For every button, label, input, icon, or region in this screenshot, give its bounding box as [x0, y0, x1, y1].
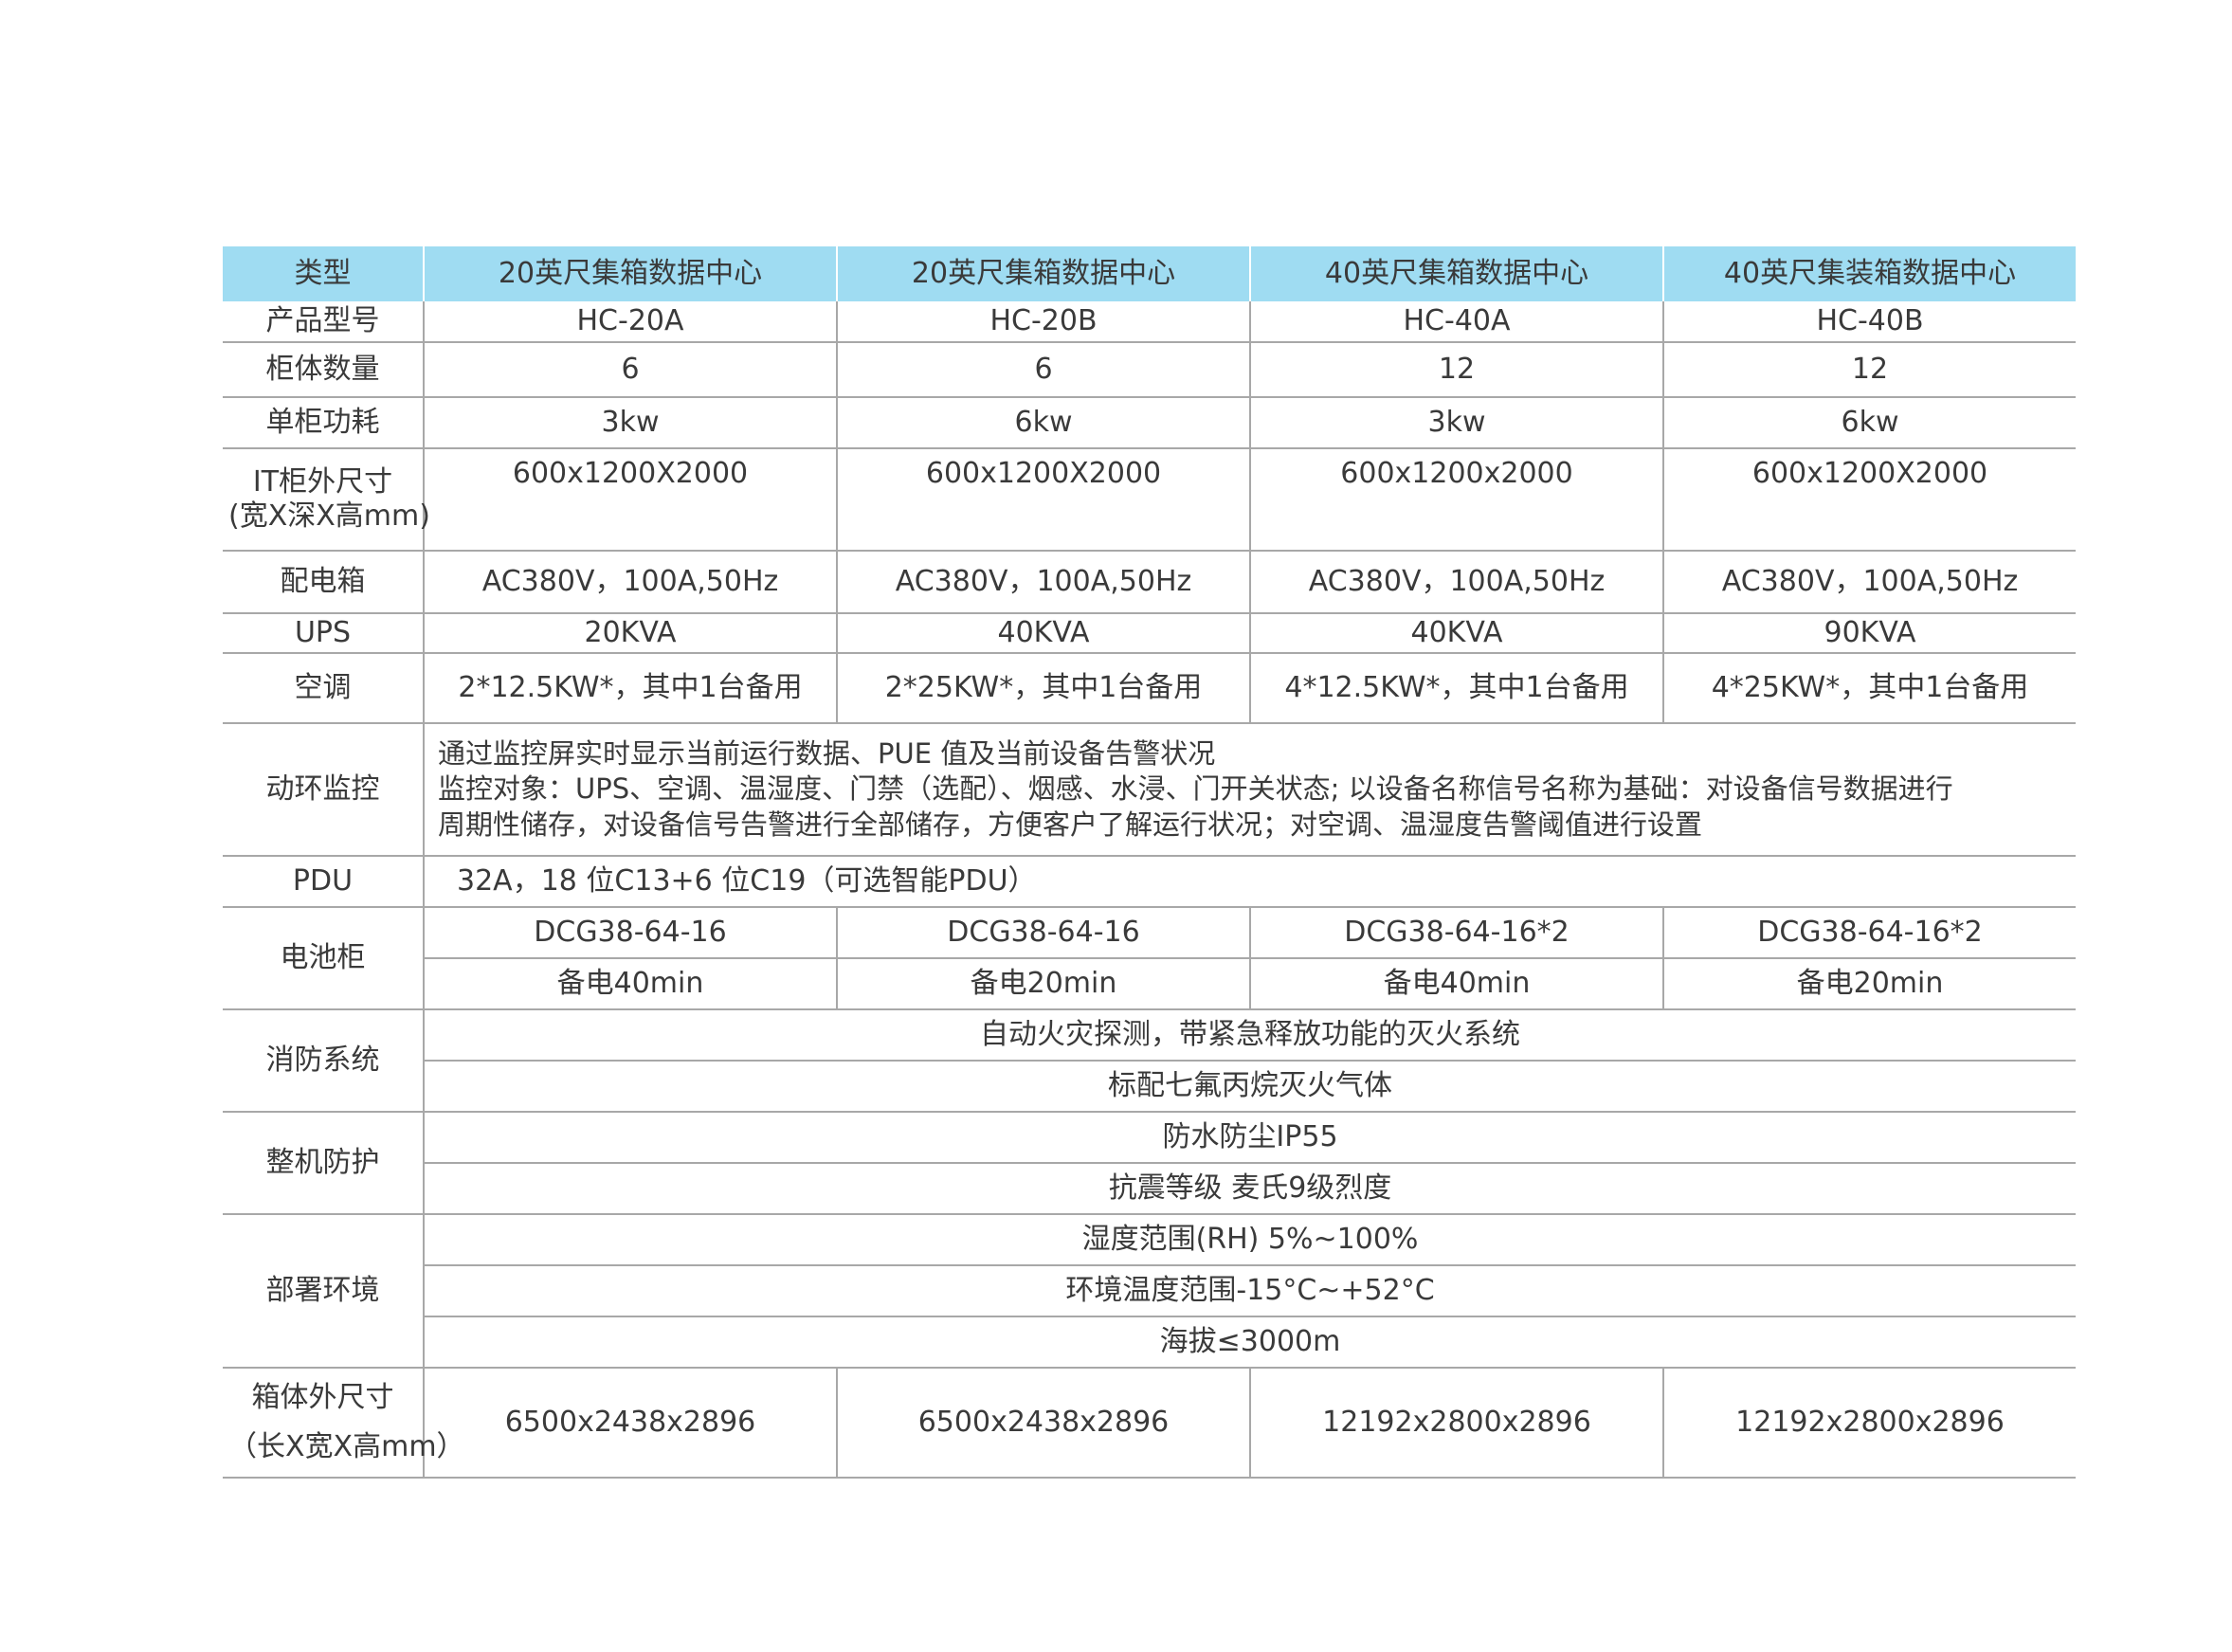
cell: 2*12.5KW*，其中1台备用 — [424, 653, 838, 724]
cell: 湿度范围(RH) 5%~100% — [424, 1214, 2076, 1266]
monitoring-line1: 通过监控屏实时显示当前运行数据、PUE 值及当前设备告警状况 — [438, 737, 1216, 771]
row-label: 配电箱 — [223, 551, 425, 614]
cell: AC380V，100A,50Hz — [1250, 551, 1664, 614]
cell: 12192x2800x2896 — [1663, 1368, 2076, 1479]
cell: 3kw — [1250, 397, 1664, 449]
cell: 6 — [837, 342, 1251, 398]
header-col-2: 20英尺集箱数据中心 — [837, 246, 1251, 301]
header-col-1: 20英尺集箱数据中心 — [424, 246, 838, 301]
cell: AC380V，100A,50Hz — [1663, 551, 2076, 614]
row-fire-1: 消防系统 自动火灾探测，带紧急释放功能的灭火系统 — [223, 1009, 2076, 1113]
cell: 20KVA — [424, 613, 838, 654]
row-air-conditioning: 空调 2*12.5KW*，其中1台备用 2*25KW*，其中1台备用 4*12.… — [223, 653, 2076, 724]
cell: 防水防尘IP55 — [424, 1112, 2076, 1164]
cell: 6500x2438x2896 — [424, 1368, 838, 1479]
spec-table: 类型 20英尺集箱数据中心 20英尺集箱数据中心 40英尺集箱数据中心 40英尺… — [223, 246, 2076, 1479]
row-label-line1: IT柜外尺寸 — [252, 465, 393, 499]
cell: 海拔≤3000m — [424, 1316, 2076, 1369]
cell: 抗震等级 麦氏9级烈度 — [424, 1163, 2076, 1215]
row-cabinet-count: 柜体数量 6 6 12 12 — [223, 342, 2076, 398]
cell: HC-40B — [1663, 301, 2076, 343]
row-label: PDU — [223, 856, 425, 908]
row-model: 产品型号 HC-20A HC-20B HC-40A HC-40B — [223, 301, 2076, 343]
cell: 600x1200X2000 — [424, 448, 838, 552]
cell: 600x1200X2000 — [1663, 448, 2076, 552]
header-col-3: 40英尺集箱数据中心 — [1250, 246, 1664, 301]
cell: 环境温度范围-15°C~+52°C — [424, 1265, 2076, 1317]
cell: 12 — [1663, 342, 2076, 398]
row-label-line1: 箱体外尺寸 — [251, 1380, 394, 1414]
monitoring-line3: 周期性储存，对设备信号告警进行全部储存，方便客户了解运行状况；对空调、温湿度告警… — [438, 808, 1703, 841]
row-monitoring: 动环监控 通过监控屏实时显示当前运行数据、PUE 值及当前设备告警状况 监控对象… — [223, 723, 2076, 857]
cell: 4*25KW*，其中1台备用 — [1663, 653, 2076, 724]
cell: HC-20A — [424, 301, 838, 343]
row-label-line2: (宽X深X高mm) — [228, 499, 430, 533]
cell: 备电40min — [424, 958, 838, 1010]
cell: 12192x2800x2896 — [1250, 1368, 1664, 1479]
cell: 6kw — [1663, 397, 2076, 449]
cell: HC-20B — [837, 301, 1251, 343]
header-type: 类型 — [223, 246, 425, 301]
pdu-value: 32A，18 位C13+6 位C19（可选智能PDU） — [424, 856, 2076, 908]
cell: DCG38-64-16 — [837, 907, 1251, 959]
row-environment-2: 环境温度范围-15°C~+52°C — [223, 1265, 2076, 1317]
cell: 6kw — [837, 397, 1251, 449]
cell: 12 — [1250, 342, 1664, 398]
row-label-line2: （长X宽X高mm） — [228, 1430, 465, 1463]
row-label: 电池柜 — [223, 907, 425, 1010]
row-label: IT柜外尺寸 (宽X深X高mm) — [223, 448, 430, 552]
row-cabinet-power: 单柜功耗 3kw 6kw 3kw 6kw — [223, 397, 2076, 449]
row-label: 动环监控 — [223, 723, 425, 857]
row-fire-2: 标配七氟丙烷灭火气体 — [223, 1061, 2076, 1113]
cell: 90KVA — [1663, 613, 2076, 654]
header-col-4: 40英尺集装箱数据中心 — [1663, 246, 2076, 301]
cell: 备电20min — [837, 958, 1251, 1010]
header-row: 类型 20英尺集箱数据中心 20英尺集箱数据中心 40英尺集箱数据中心 40英尺… — [223, 246, 2076, 301]
cell: DCG38-64-16 — [424, 907, 838, 959]
cell: 备电40min — [1250, 958, 1664, 1010]
cell: 6500x2438x2896 — [837, 1368, 1251, 1479]
cell: AC380V，100A,50Hz — [424, 551, 838, 614]
row-environment-3: 海拔≤3000m — [223, 1316, 2076, 1369]
row-protection-1: 整机防护 防水防尘IP55 — [223, 1112, 2076, 1215]
row-environment-1: 部署环境 湿度范围(RH) 5%~100% — [223, 1214, 2076, 1369]
row-battery-backup: 备电40min 备电20min 备电40min 备电20min — [223, 958, 2076, 1010]
row-label: 单柜功耗 — [223, 397, 425, 449]
cell: 40KVA — [837, 613, 1251, 654]
row-label: 空调 — [223, 653, 425, 724]
row-pdu: PDU 32A，18 位C13+6 位C19（可选智能PDU） — [223, 856, 2076, 908]
cell: 40KVA — [1250, 613, 1664, 654]
cell: 备电20min — [1663, 958, 2076, 1010]
cell: 2*25KW*，其中1台备用 — [837, 653, 1251, 724]
row-label: 柜体数量 — [223, 342, 425, 398]
row-box-size: 箱体外尺寸 （长X宽X高mm） 6500x2438x2896 6500x2438… — [223, 1368, 2076, 1479]
row-protection-2: 抗震等级 麦氏9级烈度 — [223, 1163, 2076, 1215]
cell: 自动火灾探测，带紧急释放功能的灭火系统 — [424, 1009, 2076, 1062]
cell: 标配七氟丙烷灭火气体 — [424, 1061, 2076, 1113]
cell: AC380V，100A,50Hz — [837, 551, 1251, 614]
row-it-cabinet-size: IT柜外尺寸 (宽X深X高mm) 600x1200X2000 600x1200X… — [223, 448, 2076, 552]
row-label: 消防系统 — [223, 1009, 425, 1113]
row-label: 部署环境 — [223, 1214, 425, 1369]
cell: 6 — [424, 342, 838, 398]
row-label: UPS — [223, 613, 425, 654]
cell: 600x1200x2000 — [1250, 448, 1664, 552]
cell: 4*12.5KW*，其中1台备用 — [1250, 653, 1664, 724]
cell: 600x1200X2000 — [837, 448, 1251, 552]
monitoring-description: 通过监控屏实时显示当前运行数据、PUE 值及当前设备告警状况 监控对象：UPS、… — [424, 723, 2076, 857]
row-ups: UPS 20KVA 40KVA 40KVA 90KVA — [223, 613, 2076, 654]
cell: HC-40A — [1250, 301, 1664, 343]
row-label: 整机防护 — [223, 1112, 425, 1215]
cell: DCG38-64-16*2 — [1663, 907, 2076, 959]
cell: 3kw — [424, 397, 838, 449]
cell: DCG38-64-16*2 — [1250, 907, 1664, 959]
row-label: 产品型号 — [223, 301, 425, 343]
row-battery-model: 电池柜 DCG38-64-16 DCG38-64-16 DCG38-64-16*… — [223, 907, 2076, 1010]
row-distribution-box: 配电箱 AC380V，100A,50Hz AC380V，100A,50Hz AC… — [223, 551, 2076, 614]
monitoring-line2: 监控对象：UPS、空调、温湿度、门禁（选配）、烟感、水浸、门开关状态; 以设备名… — [438, 772, 1953, 806]
row-label: 箱体外尺寸 （长X宽X高mm） — [223, 1368, 465, 1479]
